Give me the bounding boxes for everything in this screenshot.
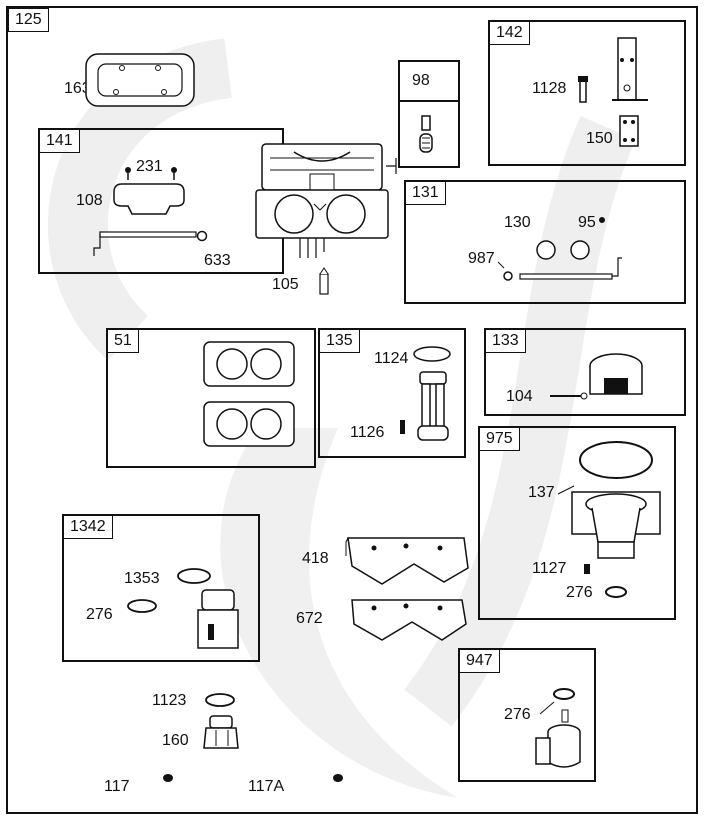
throttle-parts-141-drawing [93, 167, 208, 256]
part-label-987: 987 [468, 250, 495, 267]
group-51-tag: 51 [107, 329, 139, 353]
part-label-117: 117 [104, 778, 130, 795]
part-label-1127: 1127 [532, 560, 567, 577]
needle-98-drawing [419, 115, 433, 153]
fuel-fittings-drawing [163, 693, 343, 782]
group-98-box: 98 [398, 60, 460, 168]
part-label-108: 108 [76, 192, 103, 209]
float-135-drawing [400, 346, 451, 441]
solenoid-947-drawing [535, 688, 581, 768]
group-1342-box: 1342 [62, 514, 260, 662]
parts-diagram-sheet: 125 163 141 231 108 633 105 [6, 6, 698, 814]
group-51-box: 51 [106, 328, 316, 468]
part-label-672: 672 [296, 610, 323, 627]
part-label-418: 418 [302, 550, 329, 567]
choke-parts-131-drawing [497, 217, 622, 281]
group-135-box: 135 [318, 328, 466, 458]
fitting-1342-drawing [127, 568, 239, 649]
group-947-box: 947 [458, 648, 596, 782]
group-141-tag: 141 [39, 129, 80, 153]
part-label-137: 137 [528, 484, 555, 501]
float-133-drawing [550, 353, 643, 400]
part-label-231: 231 [136, 158, 163, 175]
part-label-276-b: 276 [86, 606, 113, 623]
carburetor-drawing [255, 143, 397, 295]
part-label-633: 633 [204, 252, 231, 269]
part-label-130: 130 [504, 214, 531, 231]
group-1342-tag: 1342 [63, 515, 113, 539]
group-98-tag: 98 [412, 72, 430, 89]
group-131-tag: 131 [405, 181, 446, 205]
group-133-box: 133 [484, 328, 686, 416]
part-label-1353: 1353 [124, 570, 160, 587]
part-label-117a: 117A [248, 778, 285, 795]
part-label-276-a: 276 [566, 584, 593, 601]
gasket-163-drawing [85, 53, 195, 107]
group-975-tag: 975 [479, 427, 520, 451]
bowl-975-drawing [557, 441, 661, 598]
part-label-105: 105 [272, 276, 299, 293]
part-label-1128: 1128 [532, 80, 567, 97]
part-label-163: 163 [64, 80, 91, 97]
group-947-tag: 947 [459, 649, 500, 673]
part-label-1126: 1126 [350, 424, 385, 441]
part-label-276-c: 276 [504, 706, 531, 723]
group-142-box: 142 [488, 20, 686, 166]
group-98-header: 98 [400, 62, 458, 102]
part-label-150: 150 [586, 130, 613, 147]
part-label-95: 95 [578, 214, 596, 231]
gaskets-51-drawing [203, 341, 295, 447]
bracket-142-drawing [578, 37, 648, 147]
group-142-tag: 142 [489, 21, 530, 45]
group-135-tag: 135 [319, 329, 360, 353]
part-label-1124: 1124 [374, 350, 409, 367]
part-label-104: 104 [506, 388, 533, 405]
main-assembly-tag: 125 [8, 8, 49, 32]
plates-418-672-drawing [345, 537, 469, 641]
part-label-160: 160 [162, 732, 189, 749]
part-label-1123: 1123 [152, 692, 187, 709]
group-131-box: 131 [404, 180, 686, 304]
group-133-tag: 133 [485, 329, 526, 353]
group-975-box: 975 [478, 426, 676, 620]
